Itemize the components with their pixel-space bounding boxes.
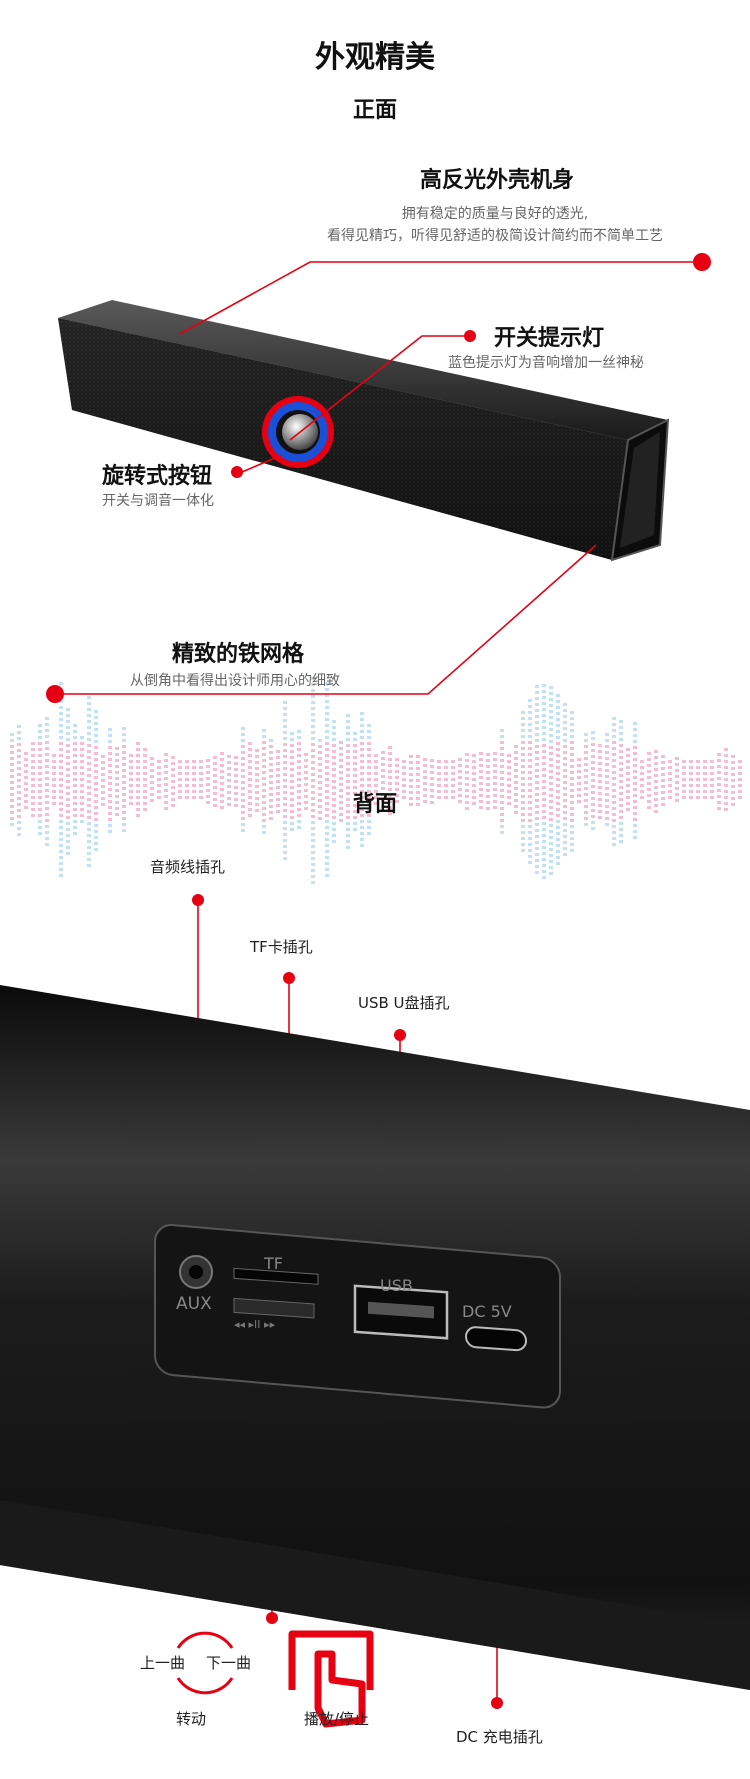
callout-aux: 音频线插孔	[150, 858, 226, 876]
speaker-back	[0, 985, 750, 1690]
rotate-icon	[176, 1631, 234, 1695]
panel-label-tf: TF	[264, 1254, 283, 1273]
panel-label-controls: ◂◂ ▸II ▸▸	[234, 1318, 276, 1331]
feature-desc-iron-mesh: 从倒角中看得出设计师用心的细致	[130, 673, 340, 689]
feature-title-rotary-knob: 旋转式按钮	[102, 464, 213, 489]
feature-title-power-light: 开关提示灯	[494, 326, 605, 351]
feature-desc-rotary-knob: 开关与调音一体化	[102, 493, 214, 509]
press-icon	[288, 1630, 374, 1728]
feature-desc-glossy-shell-1: 拥有稳定的质量与良好的透光,	[401, 206, 589, 222]
feature-title-iron-mesh: 精致的铁网格	[172, 642, 305, 667]
back-heading: 背面	[352, 792, 397, 817]
sound-wave-graphic	[10, 677, 742, 884]
control-prev: 上一曲	[140, 1654, 186, 1672]
page-title: 外观精美	[315, 40, 435, 75]
back-callout-dots	[192, 894, 503, 1709]
callout-usb: USB U盘插孔	[358, 994, 450, 1012]
callout-dots	[46, 253, 711, 703]
panel-label-aux: AUX	[176, 1294, 212, 1314]
control-next: 下一曲	[206, 1654, 252, 1672]
feature-desc-power-light: 蓝色提示灯为音响增加一丝神秘	[448, 355, 644, 371]
callout-dc: DC 充电插孔	[456, 1728, 543, 1746]
front-heading: 正面	[352, 98, 397, 123]
feature-desc-glossy-shell-2: 看得见精巧，听得见舒适的极简设计简约而不简单工艺	[327, 228, 663, 244]
feature-title-glossy-shell: 高反光外壳机身	[420, 168, 575, 193]
panel-label-usb: USB	[380, 1276, 413, 1295]
speaker-front	[58, 300, 670, 562]
control-play: 播放/停止	[304, 1710, 370, 1728]
control-rotate: 转动	[176, 1710, 207, 1728]
callout-tf: TF卡插孔	[250, 938, 313, 956]
panel-label-dc: DC 5V	[462, 1302, 512, 1321]
